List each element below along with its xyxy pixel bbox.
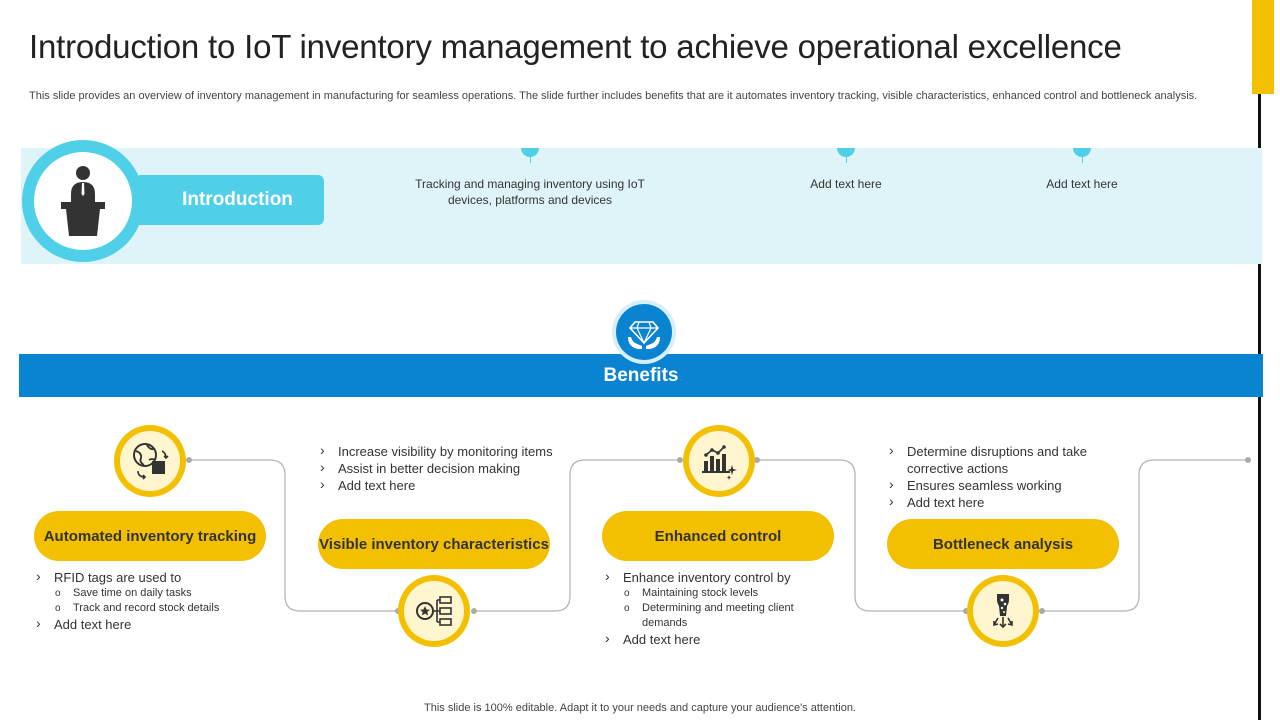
benefit-3-icon-holder — [689, 431, 749, 491]
accent-line — [1258, 94, 1261, 720]
bullet-text: RFID tags are used to — [54, 570, 182, 585]
bullet-item: Increase visibility by monitoring items — [318, 442, 558, 460]
benefit-4-bullets: Determine disruptions and take correctiv… — [887, 442, 1127, 511]
bullet-item: Assist in better decision making — [318, 459, 558, 477]
bullet-item: Ensures seamless working — [887, 476, 1127, 494]
intro-pin-stem — [845, 157, 847, 163]
bullet-item: Determine disruptions and take correctiv… — [887, 442, 1127, 477]
footer-note: This slide is 100% editable. Adapt it to… — [424, 702, 856, 714]
sub-bullet-item: Track and record stock details — [54, 601, 274, 616]
benefit-4-icon-holder — [973, 581, 1033, 641]
accent-bar — [1252, 0, 1274, 94]
globe-box-icon — [133, 443, 169, 480]
benefit-1-bullets: RFID tags are used to Save time on daily… — [34, 568, 274, 633]
benefit-4-icon-ring — [967, 575, 1039, 647]
benefit-2-bullets: Increase visibility by monitoring items … — [318, 442, 558, 494]
introduction-label: Introduction — [139, 175, 324, 225]
bullet-item: Add text here — [603, 630, 813, 648]
benefit-3-title: Enhanced control — [602, 511, 834, 561]
bullet-item: Enhance inventory control by Maintaining… — [603, 568, 813, 631]
benefits-badge — [612, 300, 676, 364]
benefits-badge-inner — [616, 304, 672, 360]
intro-point-text: Add text here — [810, 177, 882, 191]
benefit-1-title: Automated inventory tracking — [34, 511, 266, 561]
sub-bullet-item: Determining and meeting client demands — [623, 601, 798, 631]
benefit-2-icon-ring — [398, 575, 470, 647]
bullet-text: Add text here — [623, 632, 701, 647]
sub-bullets: Maintaining stock levels Determining and… — [623, 586, 813, 631]
introduction-icon-holder — [34, 152, 132, 250]
intro-pin-marker — [521, 148, 539, 157]
intro-pin-stem — [1081, 157, 1083, 163]
benefit-2-title: Visible inventory characteristics — [318, 519, 550, 569]
intro-point-text: Tracking and managing inventory using Io… — [415, 177, 645, 207]
intro-pin-marker — [1073, 148, 1091, 157]
bullet-text: Enhance inventory control by — [623, 570, 791, 585]
bar-chart-sparkle-icon — [702, 445, 737, 480]
benefit-3-bullets: Enhance inventory control by Maintaining… — [603, 568, 813, 648]
intro-pin-marker — [837, 148, 855, 157]
benefit-1-icon-ring — [114, 425, 186, 497]
diamond-hands-icon — [628, 321, 660, 349]
page-subtitle: This slide provides an overview of inven… — [29, 90, 1198, 102]
benefit-3-icon-ring — [683, 425, 755, 497]
bottleneck-icon — [993, 594, 1013, 629]
intro-pin-stem — [529, 157, 531, 163]
sub-bullet-item: Save time on daily tasks — [54, 586, 274, 601]
intro-point-2: Add text here — [776, 148, 916, 192]
bullet-item: Add text here — [318, 476, 558, 494]
star-list-icon — [416, 596, 452, 626]
benefit-2-icon-holder — [404, 581, 464, 641]
benefit-4-title: Bottleneck analysis — [887, 519, 1119, 569]
intro-point-text: Add text here — [1046, 177, 1118, 191]
intro-point-1: Tracking and managing inventory using Io… — [410, 148, 650, 208]
intro-point-3: Add text here — [1012, 148, 1152, 192]
page-title: Introduction to IoT inventory management… — [29, 28, 1122, 65]
bullet-item: Add text here — [887, 493, 1127, 511]
bullet-item: RFID tags are used to Save time on daily… — [34, 568, 274, 616]
benefits-label: Benefits — [603, 364, 679, 386]
bullet-text: Add text here — [54, 617, 132, 632]
bullet-item: Add text here — [34, 615, 274, 633]
speaker-podium-icon — [61, 166, 105, 236]
benefit-1-icon-holder — [120, 431, 180, 491]
sub-bullets: Save time on daily tasks Track and recor… — [54, 586, 274, 616]
sub-bullet-item: Maintaining stock levels — [623, 586, 813, 601]
